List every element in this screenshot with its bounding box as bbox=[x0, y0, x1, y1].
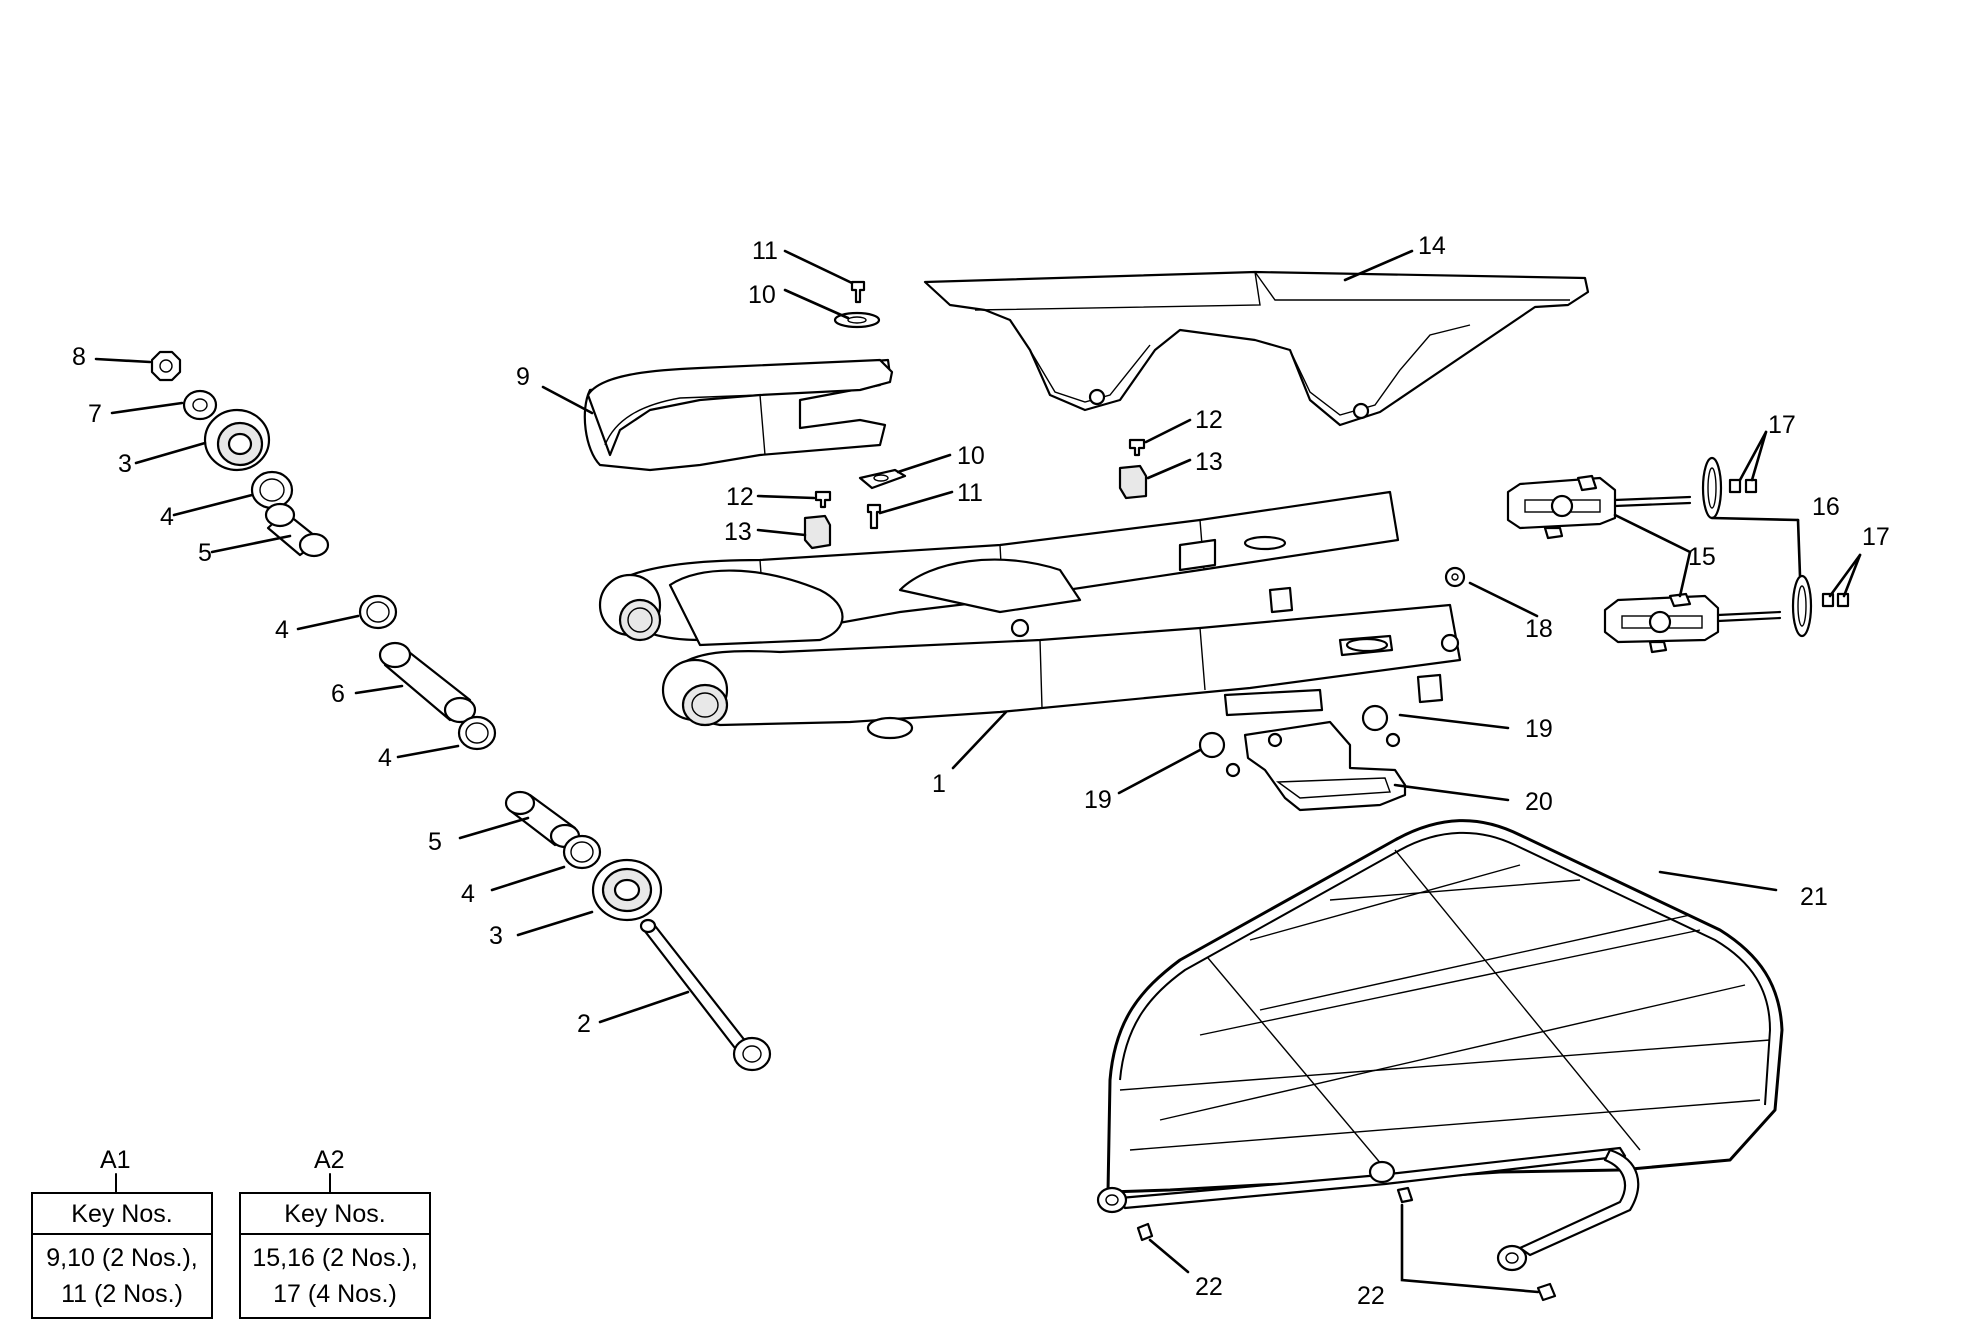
callout-4: 4 bbox=[275, 616, 289, 644]
callout-19: 19 bbox=[1525, 715, 1553, 743]
key-table-a1: A1 Key Nos. 9,10 (2 Nos.), 11 (2 Nos.) bbox=[31, 1146, 213, 1319]
callout-10: 10 bbox=[748, 281, 776, 309]
key-table-a2: A2 Key Nos. 15,16 (2 Nos.), 17 (4 Nos.) bbox=[239, 1146, 431, 1319]
callout-22: 22 bbox=[1357, 1282, 1385, 1310]
callout-20: 20 bbox=[1525, 788, 1553, 816]
callout-5: 5 bbox=[198, 539, 212, 567]
callout-11: 11 bbox=[752, 237, 778, 265]
part-bracket bbox=[1198, 704, 1407, 812]
part-chain-slider bbox=[583, 358, 894, 472]
key-table-line: 17 (4 Nos.) bbox=[273, 1280, 397, 1308]
callout-8: 8 bbox=[72, 343, 86, 371]
part-pivot-components bbox=[150, 350, 772, 1072]
callout-6: 6 bbox=[331, 680, 345, 708]
callout-21: 21 bbox=[1800, 883, 1828, 911]
key-table-line: 9,10 (2 Nos.), bbox=[46, 1244, 197, 1272]
callout-22: 22 bbox=[1195, 1273, 1223, 1301]
hardware-top bbox=[803, 280, 1148, 550]
key-table-label: A1 bbox=[100, 1146, 131, 1174]
callout-4: 4 bbox=[378, 744, 392, 772]
callout-3: 3 bbox=[118, 450, 132, 478]
callout-11: 11 bbox=[957, 479, 983, 507]
callout-12: 12 bbox=[726, 483, 754, 511]
callout-9: 9 bbox=[516, 363, 530, 391]
key-table-label: A2 bbox=[314, 1146, 345, 1174]
callout-2: 2 bbox=[577, 1010, 591, 1038]
callout-16: 16 bbox=[1812, 493, 1840, 521]
part-carrier-frame bbox=[1096, 819, 1784, 1302]
callout-17: 17 bbox=[1768, 411, 1796, 439]
callout-19: 19 bbox=[1084, 786, 1112, 814]
callout-7: 7 bbox=[88, 400, 102, 428]
callout-17: 17 bbox=[1862, 523, 1890, 551]
callout-4: 4 bbox=[160, 503, 174, 531]
part-chain-guard bbox=[923, 270, 1590, 427]
callout-15: 15 bbox=[1688, 543, 1716, 571]
callout-5: 5 bbox=[428, 828, 442, 856]
callout-13: 13 bbox=[724, 518, 752, 546]
callout-14: 14 bbox=[1418, 232, 1446, 260]
callout-12: 12 bbox=[1195, 406, 1223, 434]
callout-3: 3 bbox=[489, 922, 503, 950]
key-table-line: 11 (2 Nos.) bbox=[61, 1280, 183, 1308]
key-table-line: 15,16 (2 Nos.), bbox=[252, 1244, 417, 1272]
callout-1: 1 bbox=[932, 770, 946, 798]
key-table-header: Key Nos. bbox=[284, 1200, 385, 1228]
callout-4: 4 bbox=[461, 880, 475, 908]
callout-labels: 8 7 3 4 5 4 6 4 5 4 3 2 1 9 10 11 10 11 … bbox=[72, 232, 1890, 1310]
key-table-header: Key Nos. bbox=[71, 1200, 172, 1228]
part-swing-arm bbox=[598, 490, 1466, 740]
leader-lines bbox=[94, 249, 1862, 1294]
callout-18: 18 bbox=[1525, 615, 1553, 643]
callout-13: 13 bbox=[1195, 448, 1223, 476]
callout-10: 10 bbox=[957, 442, 985, 470]
part-chain-adjusters bbox=[1506, 456, 1850, 654]
